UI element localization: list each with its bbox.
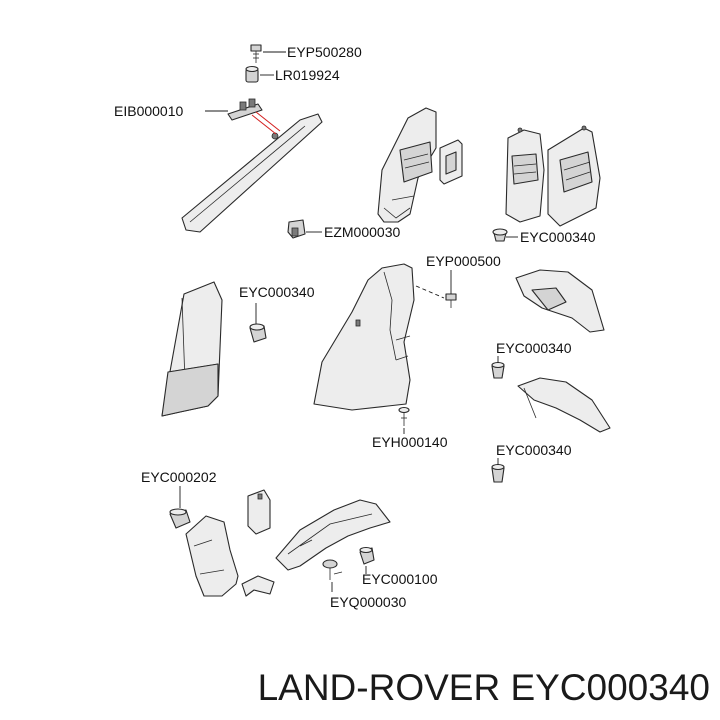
clip-eyc000340-b: [249, 323, 267, 343]
callout-eyh000140: EYH000140: [372, 434, 448, 450]
small-bracket: [241, 575, 275, 597]
clip-lr019924: [245, 65, 259, 83]
callout-ezm000030: EZM000030: [324, 224, 400, 240]
callout-eyc000100: EYC000100: [362, 571, 438, 587]
callout-eyq000030: EYQ000030: [330, 594, 406, 610]
c-pillar-lower-trim: [313, 263, 415, 411]
bracket-panel: [247, 489, 271, 535]
clip-eyh000140: [398, 406, 410, 426]
clip-eyc000340-d: [491, 463, 505, 483]
c-pillar-upper-left: [505, 127, 545, 223]
seatbelt-cover: [439, 139, 463, 185]
callout-lr019924: LR019924: [275, 67, 340, 83]
quarter-trim-lower: [517, 377, 611, 433]
clip-eyc000340-a: [492, 228, 508, 242]
screw-eyp500280: [250, 44, 262, 63]
b-pillar-lower-trim: [161, 281, 223, 417]
clip-eyq000030: [322, 559, 343, 580]
callout-eib000010: EIB000010: [114, 103, 183, 119]
callout-eyc000340-lower-right: EYC000340: [496, 442, 572, 458]
sill-trim: [275, 499, 391, 571]
callout-eyp000500: EYP000500: [426, 253, 501, 269]
a-pillar-trim: [181, 113, 323, 233]
clip-eyc000340-c: [491, 361, 505, 379]
callout-eyc000340-mid-right: EYC000340: [496, 340, 572, 356]
footer-part-number: LAND-ROVER EYC000340: [258, 667, 710, 708]
lower-pillar-trim: [185, 515, 239, 597]
callout-eyc000340-left: EYC000340: [239, 284, 315, 300]
b-pillar-upper-trim: [377, 107, 437, 223]
clip-eyc000100: [359, 546, 375, 565]
screw-eyp000500: [445, 293, 457, 308]
clip-ezm000030: [287, 219, 306, 239]
callout-eyc000340-upper-right: EYC000340: [520, 229, 596, 245]
bracket-eib000010: [227, 98, 263, 121]
c-pillar-upper-right: [547, 125, 601, 227]
quarter-trim-upper: [515, 269, 605, 333]
callout-eyc000202: EYC000202: [141, 469, 217, 485]
clip-eyc000202: [169, 508, 191, 529]
callout-eyp500280: EYP500280: [287, 44, 362, 60]
